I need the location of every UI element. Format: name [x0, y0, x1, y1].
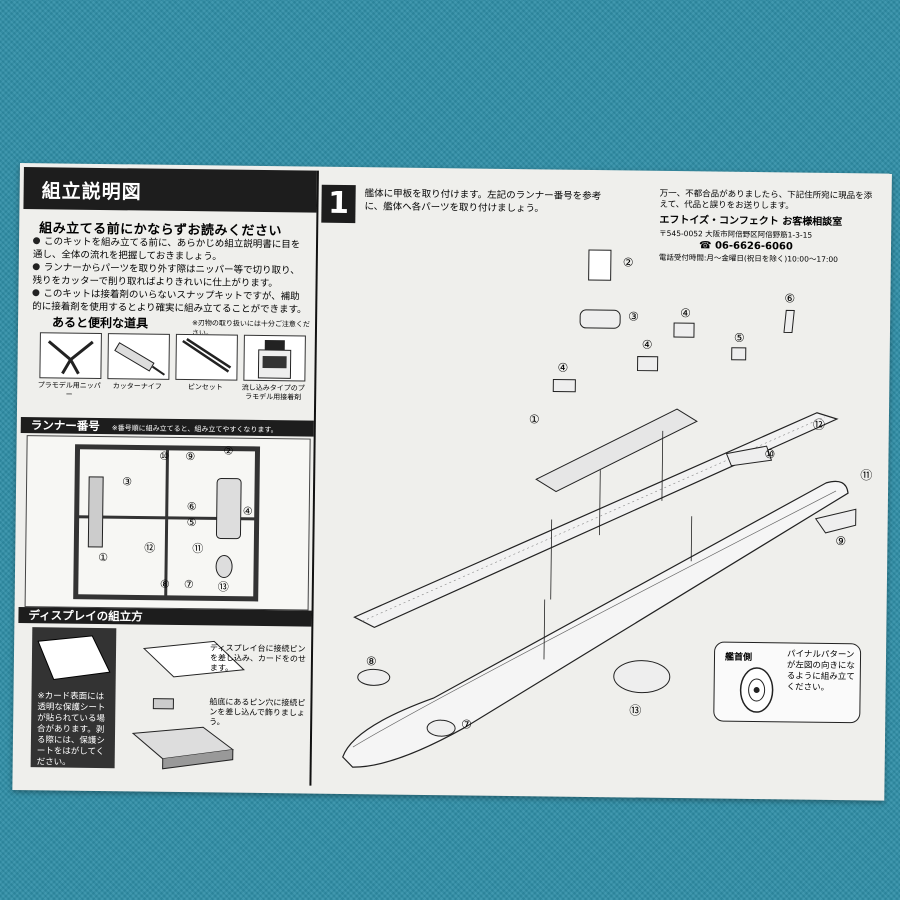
hull-seam — [352, 490, 837, 748]
bullet-dot-icon — [33, 237, 41, 245]
bow-direction-note: 艦首側 パイナルパターンが左図の向きになるように組み立てください。 — [713, 641, 862, 724]
bridge-part — [579, 309, 621, 329]
cutter-knife-icon — [107, 333, 170, 380]
runner-number: ⑩ — [159, 450, 169, 463]
bow-part — [357, 668, 391, 686]
display-step2-text: 船底にあるピン穴に接続ピンを差し込んで飾りましょう。 — [209, 697, 306, 727]
runner-number: ⑥ — [187, 500, 197, 513]
part-label: ⑧ — [366, 654, 377, 668]
bullet-dot-icon — [32, 263, 40, 271]
part-label: ⑪ — [860, 468, 872, 482]
bullet-1: このキットを組み立てる前に、あらかじめ組立説明書に目を通し、全体の流れを把握して… — [33, 235, 308, 264]
runner-number: ⑬ — [218, 580, 229, 593]
part-label: ⑩ — [764, 447, 775, 461]
gun-part — [552, 379, 576, 393]
tools-title: あると便利な道具 — [51, 315, 149, 331]
card-note-text: ※カード表面には透明な保護シートが貼られている場合があります。剥る際には、保護シ… — [36, 691, 106, 768]
part-label: ⑫ — [813, 418, 825, 432]
runner-title: ランナー番号 — [30, 418, 100, 433]
tool-label: 流し込みタイプのプラモデル用接着剤 — [241, 383, 305, 402]
card-illustration — [37, 635, 111, 680]
tweezers-icon — [175, 333, 238, 381]
submarine-assembly-diagram: ② ③ ④ ④ ④ ⑤ ⑥ ① ⑫ ⑩ ⑪ ⑨ ⑧ ⑦ ⑬ — [342, 249, 872, 768]
tool-label: カッターナイフ — [112, 382, 162, 391]
part-label: ⑦ — [461, 717, 472, 731]
part-label: ② — [623, 255, 634, 269]
card-note-box: ※カード表面には透明な保護シートが貼られている場合があります。剥る際には、保護シ… — [30, 627, 117, 769]
tower-part — [535, 408, 698, 493]
deck-part — [353, 412, 839, 629]
flag-part — [783, 309, 795, 333]
runner-number: ③ — [122, 475, 132, 488]
bullet-text: このキットは接着剤のいらないスナップキットですが、補助的に接着剤を使用するとより… — [32, 288, 307, 316]
runner-number: ① — [98, 551, 108, 564]
display-title: ディスプレイの組立方 — [28, 608, 143, 624]
mast-part — [588, 249, 612, 281]
bullet-text: このキットを組み立てる前に、あらかじめ組立説明書に目を通し、全体の流れを把握して… — [32, 236, 301, 263]
gun-part — [673, 322, 695, 338]
glue-bottle-icon — [243, 334, 306, 382]
page-title: 組立説明図 — [41, 180, 142, 204]
part-label: ⑬ — [629, 703, 641, 717]
step-instruction: 艦体に甲板を取り付けます。左記のランナー番号を参考に、艦体へ各パーツを取り付けま… — [364, 188, 602, 215]
hull-part — [342, 480, 849, 768]
part-label: ⑤ — [734, 331, 745, 345]
part-label: ③ — [628, 309, 639, 323]
runner-section-bar: ランナー番号 ※番号順に組み立てると、組み立てやすくなります。 — [20, 417, 314, 437]
part-label: ④ — [557, 361, 568, 375]
part-label: ⑥ — [784, 291, 795, 305]
display-drawing — [131, 640, 245, 770]
defect-notice: 万一、不都合品がありましたら、下記住所宛に現品を添えて、代品と誤りをお送りします… — [659, 188, 873, 212]
runner-number: ④ — [243, 505, 253, 518]
display-assembly — [22, 627, 306, 785]
bullet-2: ランナーからパーツを取り外す際はニッパー等で切り取り、残りをカッターで削り取れば… — [32, 261, 307, 290]
tool-label: プラモデル用ニッパー — [37, 381, 101, 399]
antenna-part — [731, 347, 747, 361]
runner-number: ⑤ — [187, 516, 197, 529]
runner-number: ⑨ — [185, 450, 195, 463]
bullet-dot-icon — [32, 289, 40, 297]
nipper-icon — [39, 332, 102, 380]
display-step1-text: ディスプレイ台に接続ピンを差し込み、カードをのせます。 — [209, 643, 307, 673]
runner-number: ⑪ — [192, 542, 203, 555]
rudder-part — [725, 445, 773, 467]
gun-part — [637, 356, 659, 372]
runner-number: ② — [223, 445, 233, 458]
runner-note: ※番号順に組み立てると、組み立てやすくなります。 — [111, 424, 278, 435]
bullet-3: このキットは接着剤のいらないスナップキットですが、補助的に接着剤を使用するとより… — [32, 287, 307, 316]
runner-diagram: ⑩ ⑨ ② ③ ① ⑥ ⑤ ④ ⑫ ⑪ ⑧ ⑦ ⑬ — [24, 435, 311, 611]
bullet-text: ランナーからパーツを取り外す際はニッパー等で切り取り、残りをカッターで削り取れば… — [32, 262, 300, 290]
bow-pattern-icon — [739, 667, 774, 713]
stern-part — [426, 719, 456, 737]
header-bar: 組立説明図 — [23, 167, 317, 213]
instruction-sheet: 組立説明図 組み立てる前にかならずお読みください このキットを組み立てる前に、あ… — [12, 163, 892, 801]
part-label: ① — [529, 412, 540, 426]
propeller-part — [814, 508, 857, 534]
part-label: ④ — [680, 306, 691, 320]
runner-frame-drawing: ⑩ ⑨ ② ③ ① ⑥ ⑤ ④ ⑫ ⑪ ⑧ ⑦ ⑬ — [73, 444, 261, 602]
part-label: ④ — [642, 338, 653, 352]
display-section-bar: ディスプレイの組立方 — [18, 607, 312, 627]
company-name: エフトイズ・コンフェクト お客様相談室 — [659, 214, 843, 229]
step-number-badge: 1 — [321, 184, 356, 224]
assembly-guides — [543, 430, 693, 660]
runner-number: ⑫ — [144, 542, 155, 555]
runner-number: ⑦ — [184, 578, 194, 591]
bow-instruction: パイナルパターンが左図の向きになるように組み立てください。 — [786, 649, 855, 693]
stand-pin-part — [613, 660, 671, 694]
tool-label: ピンセット — [187, 383, 223, 392]
left-panel: 組立説明図 組み立てる前にかならずお読みください このキットを組み立てる前に、あ… — [16, 167, 319, 786]
part-label: ⑨ — [835, 534, 846, 548]
runner-number: ⑧ — [160, 578, 170, 591]
bow-label: 艦首側 — [724, 652, 753, 663]
